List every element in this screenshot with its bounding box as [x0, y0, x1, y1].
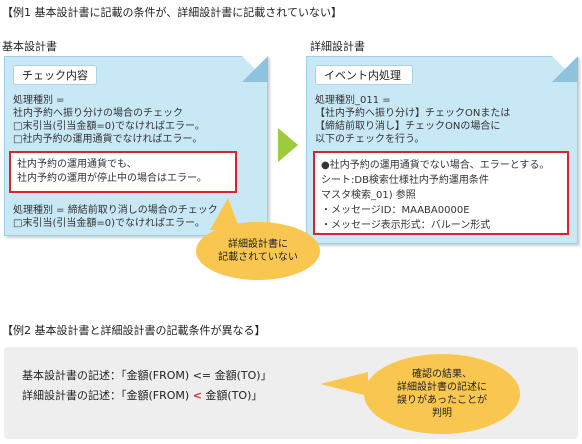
left-line-6: □末引当(引当金額=0)でなければエラー。: [13, 218, 205, 229]
bubble2-pointer: [320, 372, 368, 396]
left-highlight-line-1: 社内予約の運用通貨でも、: [17, 159, 137, 170]
bubble1-pointer: [210, 198, 240, 230]
right-highlight-box: ●社内予約の運用通貨でない場合、エラーとする。 シート:DB検索仕様社内予約運用…: [313, 151, 569, 235]
left-highlight-line-2: 社内予約の運用が停止中の場合はエラー。: [17, 173, 207, 184]
right-line-4: 以下のチェックを行う。: [315, 134, 425, 145]
note-fold-flap: [552, 56, 578, 82]
detailed-design-label: 詳細設計書: [310, 40, 365, 53]
right-highlight-line-2: シート:DB検索仕様社内予約運用条件: [321, 175, 489, 186]
basic-design-label: 基本設計書: [2, 40, 57, 53]
right-line-2: 【社内予約へ振り分け】チェックONまたは: [315, 108, 511, 119]
detailed-desc-operator: <: [192, 389, 202, 402]
left-line-3: □末引当(引当金額=0)でなければエラー。: [13, 121, 205, 132]
right-highlight-line-5: ・メッセージ表示形式：バルーン形式: [321, 220, 491, 231]
detailed-design-note: イベント内処理 処理種別_011 = 【社内予約へ振り分け】チェックONまたは …: [306, 56, 578, 244]
basic-design-note: チェック内容 処理種別 = 社内予約へ振り分けの場合のチェック □末引当(引当金…: [4, 56, 268, 236]
bubble2-line-2: 詳細設計書の記述に: [397, 382, 487, 393]
left-line-4: □社内予約の運用通貨でなければエラー。: [13, 134, 203, 145]
right-highlight-line-1: ●社内予約の運用通貨でない場合、エラーとする。: [321, 160, 550, 171]
bubble1-line-1: 詳細設計書に: [228, 239, 288, 250]
left-line-2: 社内予約へ振り分けの場合のチェック: [13, 108, 183, 119]
bubble2-line-3: 誤りがあったことが: [397, 395, 487, 406]
basic-design-description: 基本設計書の記述：「金額(FROM) <= 金額(TO)」: [22, 369, 272, 382]
detailed-desc-prefix: 詳細設計書の記述：「金額(FROM): [22, 389, 193, 402]
right-highlight-line-3: マスタ検索_01) 参照: [321, 190, 416, 201]
example2-title: 【例2 基本設計書と詳細設計書の記載条件が異なる】: [2, 324, 266, 337]
detailed-design-description: 詳細設計書の記述：「金額(FROM) < 金額(TO)」: [22, 387, 262, 403]
detailed-desc-suffix: 金額(TO)」: [201, 389, 263, 402]
example1-title: 【例1 基本設計書に記載の条件が、詳細設計書に記載されていない】: [2, 6, 342, 19]
bubble2-line-1: 確認の結果、: [412, 369, 472, 380]
note-fold-flap: [242, 56, 268, 82]
right-highlight-line-4: ・メッセージID：MAABA0000E: [321, 205, 470, 216]
bubble2-line-4: 判明: [432, 408, 452, 419]
left-line-1: 処理種別 =: [13, 95, 65, 106]
bubble1-line-2: 記載されていない: [218, 252, 298, 263]
right-line-3: 【締結前取り消し】チェックONの場合に: [315, 121, 501, 132]
left-line-5: 処理種別 = 締結前取り消しの場合のチェック: [13, 205, 218, 216]
bubble-not-documented: 詳細設計書に 記載されていない: [196, 222, 320, 280]
bubble-error-found: 確認の結果、 詳細設計書の記述に 誤りがあったことが 判明: [364, 354, 520, 434]
right-line-1: 処理種別_011 =: [315, 95, 391, 106]
right-arrow-icon: [278, 128, 298, 162]
check-content-heading: チェック内容: [13, 65, 97, 85]
left-highlight-box: 社内予約の運用通貨でも、 社内予約の運用が停止中の場合はエラー。: [9, 151, 237, 193]
event-processing-heading: イベント内処理: [315, 65, 413, 85]
